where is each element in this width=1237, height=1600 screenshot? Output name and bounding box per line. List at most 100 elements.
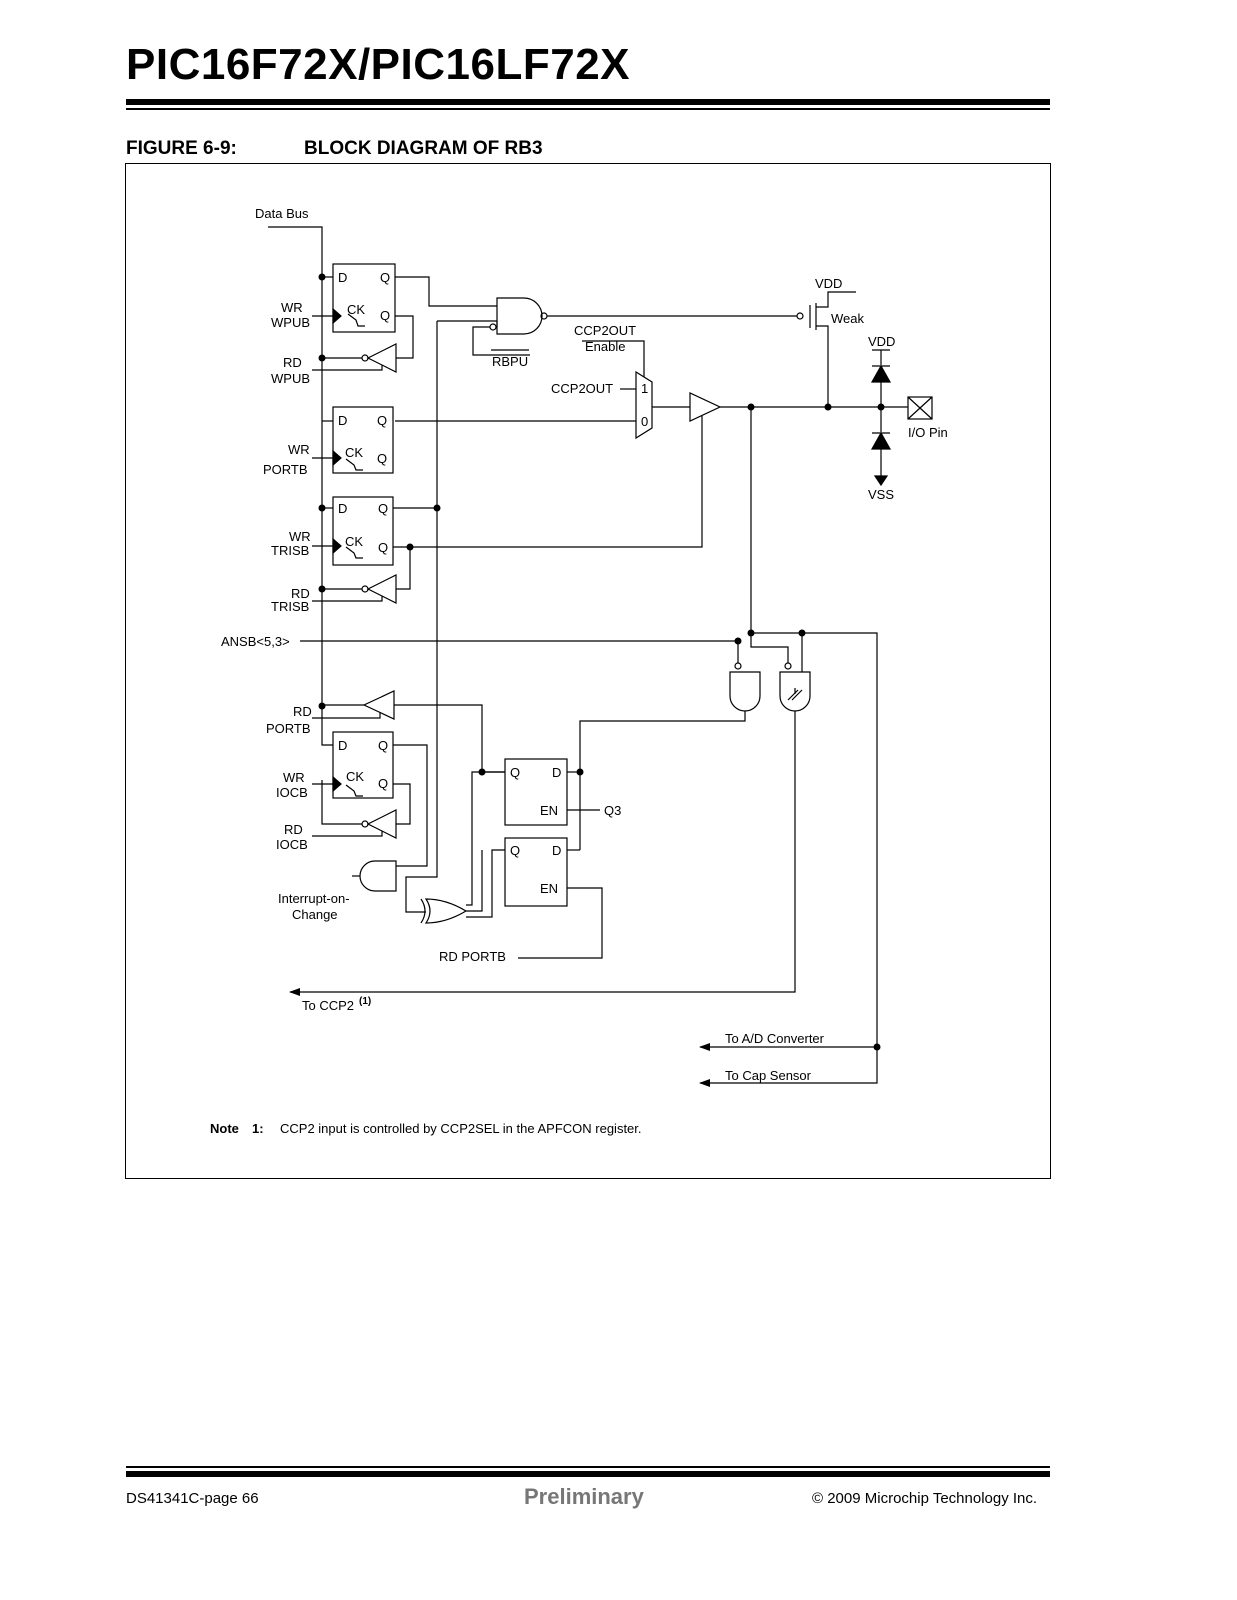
output-driver — [689, 392, 722, 422]
footer-copyright: © 2009 Microchip Technology Inc. — [812, 1490, 1038, 1507]
header-rule-thick — [126, 99, 1050, 105]
rd-iocb-label-2: IOCB — [276, 837, 308, 852]
vdd-diode-label: VDD — [868, 334, 895, 349]
rd-trisb-label-1: RD — [291, 586, 310, 601]
ttl-input-and-gate — [729, 671, 761, 712]
rd-wpub-label-1: RD — [283, 355, 302, 370]
interrupt-xor-gate — [424, 898, 468, 924]
io-pin-box — [907, 396, 933, 420]
vss-clamp-diode — [870, 431, 892, 450]
to-cap-label: To Cap Sensor — [725, 1068, 812, 1083]
portb-d-label: D — [338, 413, 347, 428]
vss-arrow — [873, 475, 889, 487]
io-pin-label: I/O Pin — [908, 425, 948, 440]
ccp2out-enable-label-1: CCP2OUT — [574, 323, 636, 338]
trisb-clock-marker — [332, 537, 342, 555]
wr-iocb-label-1: WR — [283, 770, 305, 785]
interrupt-label-1: Interrupt-on- — [278, 891, 350, 906]
trisb-qbar-label: Q — [378, 540, 388, 555]
rd-trisb-label-2: TRISB — [271, 599, 309, 614]
wr-portb-label-2: PORTB — [263, 462, 308, 477]
rd-portb-buffer — [362, 690, 395, 720]
rbpu-label: RBPU — [492, 354, 528, 369]
vdd-clamp-diode — [870, 364, 892, 383]
rd-portb-label-1: RD — [293, 704, 312, 719]
vdd-top-label: VDD — [815, 276, 842, 291]
iocb-flipflop — [332, 731, 394, 799]
wpub-clock-marker — [332, 307, 342, 325]
portb-clock-marker — [332, 449, 342, 467]
figure-label: FIGURE 6-9: — [126, 138, 237, 159]
iocb-d-label: D — [338, 738, 347, 753]
latch2-q-label: Q — [510, 843, 520, 858]
to-ccp2-arrow — [289, 988, 300, 996]
wr-wpub-label-1: WR — [281, 300, 303, 315]
to-ad-label: To A/D Converter — [725, 1031, 825, 1046]
rd-portb-latch-label: RD PORTB — [439, 949, 506, 964]
schmitt-symbol — [787, 688, 803, 701]
note-label: Note — [210, 1121, 239, 1136]
latch2-en-label: EN — [540, 881, 558, 896]
wr-iocb-label-2: IOCB — [276, 785, 308, 800]
to-cap-arrow — [699, 1079, 710, 1087]
figure-title: BLOCK DIAGRAM OF RB3 — [304, 138, 543, 159]
footer-rule-thick — [126, 1471, 1050, 1477]
ccp2out-enable-label-2: Enable — [585, 339, 625, 354]
ccp2out-mux — [635, 370, 653, 440]
wr-portb-label-1: WR — [288, 442, 310, 457]
portb-q-label: Q — [377, 413, 387, 428]
pullup-nand-gate — [496, 297, 543, 335]
wr-wpub-label-2: WPUB — [271, 315, 310, 330]
trisb-flipflop — [332, 496, 394, 566]
portb-ck-label: CK — [345, 445, 363, 460]
page-title: PIC16F72X/PIC16LF72X — [126, 40, 631, 89]
to-ad-arrow — [699, 1043, 710, 1051]
portb-flipflop — [332, 406, 394, 474]
interrupt-label-2: Change — [292, 907, 338, 922]
weak-label: Weak — [831, 311, 864, 326]
rd-wpub-label-2: WPUB — [271, 371, 310, 386]
note-text: CCP2 input is controlled by CCP2SEL in t… — [280, 1121, 642, 1136]
to-ccp2-note-ref: (1) — [359, 996, 371, 1007]
latch-1 — [504, 758, 568, 826]
to-ccp2-label: To CCP2 — [302, 998, 354, 1013]
trisb-ck-label: CK — [345, 534, 363, 549]
wpub-qbar-label: Q — [380, 308, 390, 323]
wpub-flipflop — [332, 263, 396, 333]
latch1-q-label: Q — [510, 765, 520, 780]
wr-trisb-label-2: TRISB — [271, 543, 309, 558]
figure-frame — [125, 163, 1051, 1179]
wpub-ck-label: CK — [347, 302, 365, 317]
iocb-ck-label: CK — [346, 769, 364, 784]
latch1-d-label: D — [552, 765, 561, 780]
wpub-q-label: Q — [380, 270, 390, 285]
note-number: 1: — [252, 1121, 264, 1136]
iocb-q-label: Q — [378, 738, 388, 753]
wpub-d-label: D — [338, 270, 347, 285]
ansb-label: ANSB<5,3> — [221, 634, 290, 649]
header-rule-thin — [126, 108, 1050, 110]
trisb-q-label: Q — [378, 501, 388, 516]
rd-iocb-label-1: RD — [284, 822, 303, 837]
iocb-clock-marker — [332, 775, 342, 793]
latch2-d-label: D — [552, 843, 561, 858]
mux-input-1: 1 — [641, 381, 648, 396]
portb-qbar-label: Q — [377, 451, 387, 466]
footer-rule-thin — [126, 1466, 1050, 1468]
interrupt-and-gate — [359, 860, 397, 892]
data-bus-label: Data Bus — [255, 206, 309, 221]
weak-pullup-transistor — [809, 291, 856, 358]
schmitt-input-and-gate — [779, 671, 811, 712]
wr-trisb-label-1: WR — [289, 529, 311, 544]
latch1-en-label: EN — [540, 803, 558, 818]
iocb-qbar-label: Q — [378, 776, 388, 791]
trisb-d-label: D — [338, 501, 347, 516]
latch-2 — [504, 837, 568, 907]
footer-status: Preliminary — [524, 1484, 644, 1509]
q3-label: Q3 — [604, 803, 621, 818]
footer-page-number: DS41341C-page 66 — [126, 1490, 259, 1507]
ccp2out-label: CCP2OUT — [551, 381, 613, 396]
rd-portb-label-2: PORTB — [266, 721, 311, 736]
mux-input-0: 0 — [641, 414, 648, 429]
